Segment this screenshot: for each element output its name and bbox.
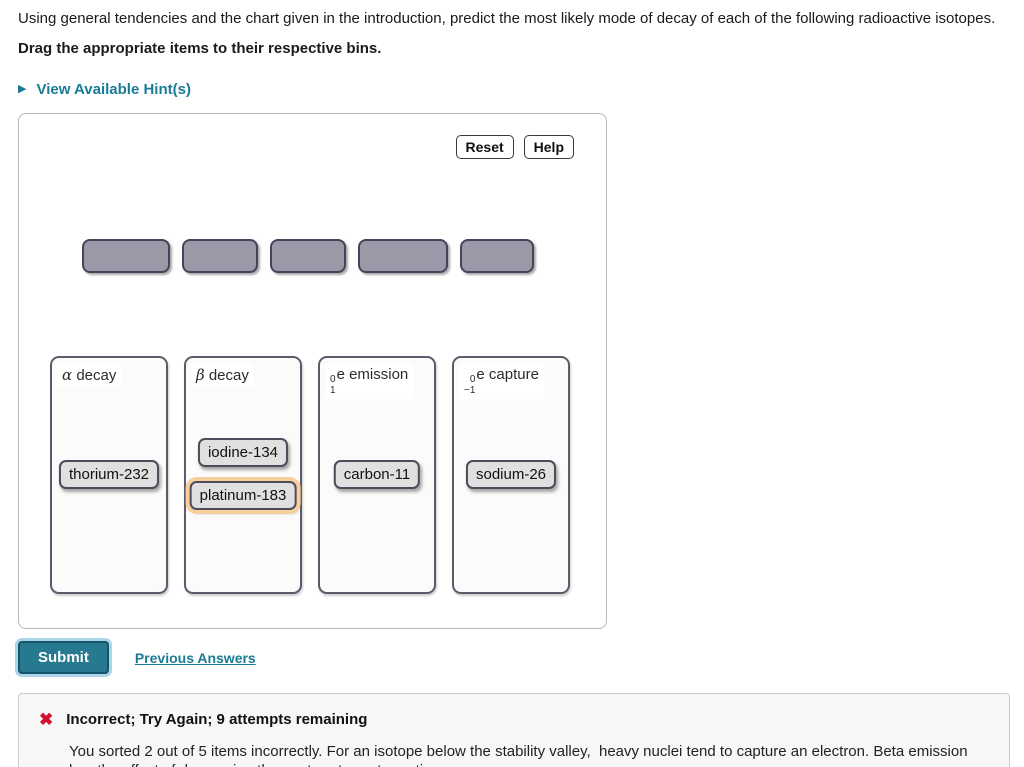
positron-subscript: 1 bbox=[330, 384, 336, 396]
item-chip-carbon-11[interactable]: carbon-11 bbox=[333, 460, 421, 489]
incorrect-x-icon: ✖ bbox=[39, 710, 54, 729]
item-chip-thorium-232[interactable]: thorium-232 bbox=[58, 460, 160, 489]
bin-alpha-decay-name: decay bbox=[76, 367, 117, 384]
electron-superscript: 0 bbox=[469, 374, 476, 385]
item-chip-platinum-183[interactable]: platinum-183 bbox=[189, 481, 297, 510]
alpha-symbol: α bbox=[62, 366, 73, 384]
empty-slot-4[interactable] bbox=[358, 239, 448, 273]
electron-mass-charge-stack: 0−1 bbox=[464, 374, 476, 396]
question-intro-text: Using general tendencies and the chart g… bbox=[18, 10, 996, 27]
answer-bins: α decay thorium-232 β decay iodine-134 p… bbox=[50, 356, 570, 594]
submit-button[interactable]: Submit bbox=[18, 641, 109, 674]
drag-and-drop-activity: Reset Help α decay thorium-232 β decay i… bbox=[18, 113, 607, 629]
empty-slot-2[interactable] bbox=[182, 239, 258, 273]
view-hints-link[interactable]: ▶ View Available Hint(s) bbox=[18, 81, 1006, 98]
empty-slot-1[interactable] bbox=[82, 239, 170, 273]
feedback-header: ✖ Incorrect; Try Again; 9 attempts remai… bbox=[39, 710, 989, 730]
bin-beta-decay-label: β decay bbox=[191, 363, 254, 387]
submit-row: Submit Previous Answers bbox=[18, 641, 1006, 674]
electron-particle-symbol: e bbox=[476, 366, 485, 383]
reset-button[interactable]: Reset bbox=[455, 135, 514, 159]
feedback-panel: ✖ Incorrect; Try Again; 9 attempts remai… bbox=[18, 693, 1010, 767]
help-button[interactable]: Help bbox=[523, 135, 574, 159]
bin-beta-decay[interactable]: β decay iodine-134 platinum-183 bbox=[184, 356, 302, 594]
feedback-body-text: You sorted 2 out of 5 items incorrectly.… bbox=[69, 743, 968, 767]
electron-subscript: −1 bbox=[464, 384, 476, 396]
bin-alpha-decay[interactable]: α decay thorium-232 bbox=[50, 356, 168, 594]
drag-instruction-text: Drag the appropriate items to their resp… bbox=[18, 40, 382, 57]
bin-positron-emission-name: emission bbox=[349, 366, 409, 383]
empty-slot-5[interactable] bbox=[460, 239, 534, 273]
item-source-slots bbox=[82, 239, 534, 273]
positron-superscript: 0 bbox=[330, 374, 336, 385]
feedback-title: Incorrect; Try Again; 9 attempts remaini… bbox=[66, 711, 368, 728]
positron-particle-symbol: e bbox=[336, 366, 345, 383]
hint-expander-triangle-icon: ▶ bbox=[18, 83, 27, 95]
previous-answers-link[interactable]: Previous Answers bbox=[134, 649, 256, 666]
activity-toolbar: Reset Help bbox=[455, 135, 574, 159]
bin-alpha-decay-label: α decay bbox=[57, 363, 122, 387]
empty-slot-3[interactable] bbox=[270, 239, 346, 273]
bin-electron-capture-name: capture bbox=[488, 366, 539, 383]
bin-beta-decay-name: decay bbox=[208, 367, 249, 384]
item-chip-iodine-134[interactable]: iodine-134 bbox=[197, 438, 289, 467]
item-chip-sodium-26[interactable]: sodium-26 bbox=[465, 460, 557, 489]
beta-symbol: β bbox=[196, 366, 205, 384]
view-hints-label: View Available Hint(s) bbox=[36, 81, 191, 98]
